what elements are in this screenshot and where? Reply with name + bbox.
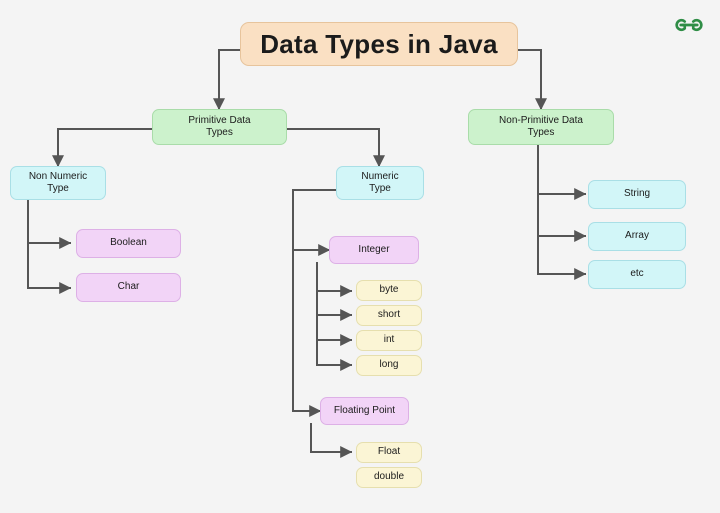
node-int: int: [356, 330, 422, 351]
node-etc: etc: [588, 260, 686, 289]
node-double: double: [356, 467, 422, 488]
edge-numeric-trunk: [292, 189, 337, 412]
node-numeric-type: Numeric Type: [336, 166, 424, 200]
geeksforgeeks-logo: [675, 18, 703, 32]
node-short: short: [356, 305, 422, 326]
node-string: String: [588, 180, 686, 209]
node-char: Char: [76, 273, 181, 302]
node-non-primitive-data-types: Non-Primitive Data Types: [468, 109, 614, 145]
node-floating-point: Floating Point: [320, 397, 409, 425]
node-array: Array: [588, 222, 686, 251]
node-root: Data Types in Java: [240, 22, 518, 66]
node-float: Float: [356, 442, 422, 463]
edge-primitive-to-numeric: [286, 128, 385, 168]
node-non-numeric-type: Non Numeric Type: [10, 166, 106, 200]
edge-root-to-non-primitive: [517, 49, 547, 111]
node-primitive-data-types: Primitive Data Types: [152, 109, 287, 145]
edge-root-to-primitive: [213, 49, 241, 111]
edge-floating-point-to-float: [310, 423, 353, 458]
node-long: long: [356, 355, 422, 376]
node-byte: byte: [356, 280, 422, 301]
edge-primitive-to-non-numeric: [52, 128, 153, 168]
node-integer: Integer: [329, 236, 419, 264]
node-boolean: Boolean: [76, 229, 181, 258]
